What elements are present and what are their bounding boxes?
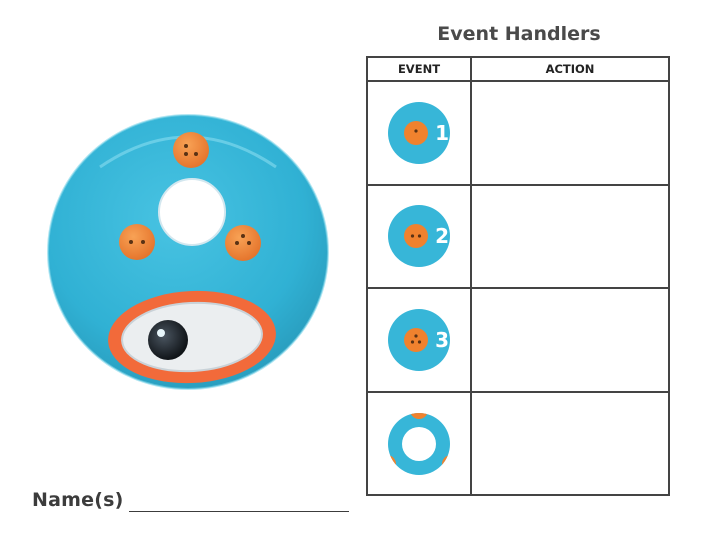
page-title: Event Handlers (437, 23, 601, 45)
action-cell (472, 82, 668, 184)
robot-main-button (159, 179, 225, 245)
event-number: 1 (435, 120, 449, 145)
name-field: Name(s) (32, 480, 352, 512)
table-row (368, 392, 668, 497)
event-number: 2 (435, 224, 449, 249)
main-button-icon (387, 412, 451, 476)
dot-robot-icon (47, 114, 329, 390)
robot-button-3 (225, 225, 261, 261)
action-cell (472, 186, 668, 288)
name-underline (129, 491, 350, 512)
robot-eye (148, 320, 188, 360)
event-cell (368, 392, 472, 496)
event-cell: 3 (368, 289, 472, 391)
robot-button-2 (119, 224, 155, 260)
event-handlers-table: EVENT ACTION 1 (366, 56, 670, 496)
table-row: 1 (368, 82, 668, 186)
button-1-icon: 1 (387, 101, 451, 165)
event-number: 3 (435, 327, 449, 352)
action-cell (472, 393, 668, 497)
button-2-icon: 2 (387, 204, 451, 268)
action-cell (472, 289, 668, 391)
event-cell: 2 (368, 185, 472, 287)
button-3-icon: 3 (387, 308, 451, 372)
name-label: Name(s) (32, 489, 124, 511)
table-row: 3 (368, 289, 668, 393)
table-row: 2 (368, 185, 668, 289)
dot-robot-illustration (40, 112, 340, 402)
table-header: EVENT ACTION (368, 58, 668, 82)
header-event: EVENT (368, 58, 472, 80)
event-cell: 1 (368, 82, 472, 184)
robot-button-1 (173, 132, 209, 168)
header-action: ACTION (545, 62, 595, 76)
